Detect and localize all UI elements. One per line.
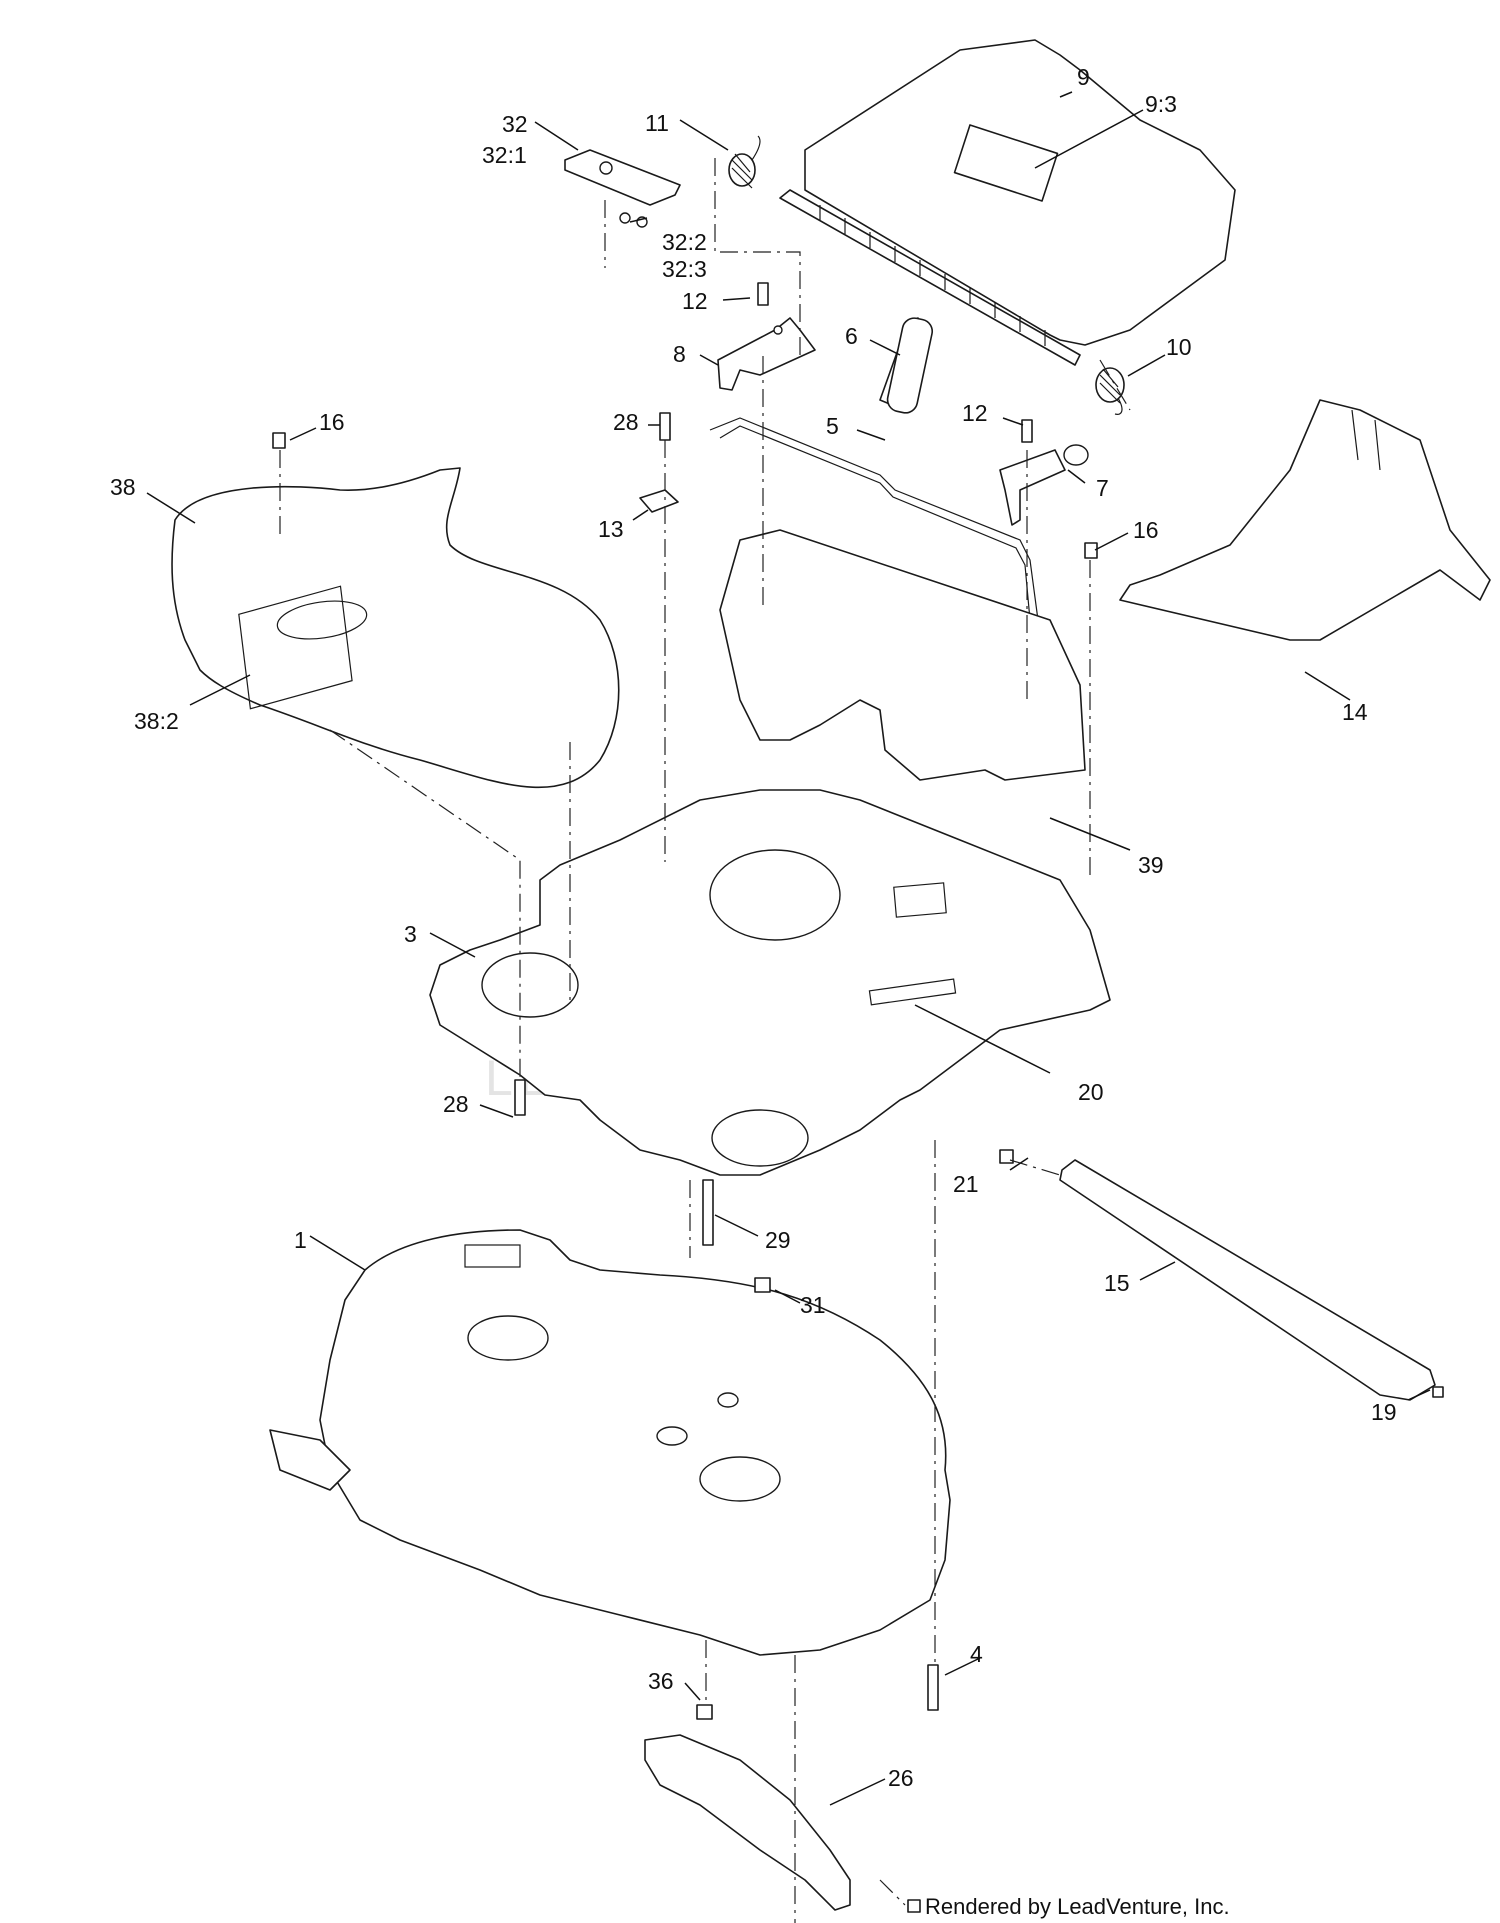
callout-3: 3	[404, 921, 417, 947]
part-5-rod-and-6-handle	[709, 317, 1039, 621]
part-39-housing	[719, 529, 1086, 781]
part-8-bracket	[717, 317, 816, 391]
part-38-seat	[171, 467, 620, 789]
callout-13: 13	[598, 516, 624, 542]
callout-16-b: 16	[1133, 517, 1159, 543]
render-credit: Rendered by LeadVenture, Inc.	[925, 1894, 1230, 1919]
callout-15: 15	[1104, 1270, 1130, 1296]
callout-4: 4	[970, 1641, 983, 1667]
callout-7: 7	[1096, 475, 1109, 501]
callout-9-3: 9:3	[1145, 91, 1177, 117]
callout-9: 9	[1077, 64, 1090, 90]
part-32-bracket	[564, 149, 681, 228]
callout-38: 38	[110, 474, 136, 500]
callout-19: 19	[1371, 1399, 1397, 1425]
fasteners	[272, 282, 1444, 1913]
callout-32-3: 32:3	[662, 256, 707, 282]
part-7-bracket	[999, 444, 1089, 526]
callout-12-b: 12	[962, 400, 988, 426]
alignment-lines	[279, 158, 1131, 1923]
part-26-guard	[644, 1734, 851, 1911]
part-10-spring	[1095, 367, 1125, 415]
callout-28-a: 28	[613, 409, 639, 435]
callout-38-2: 38:2	[134, 708, 179, 734]
part-9-cover	[779, 39, 1236, 366]
callout-14: 14	[1342, 699, 1368, 725]
callout-32-2: 32:2	[662, 229, 707, 255]
part-11-spring	[728, 135, 761, 189]
callout-6: 6	[845, 323, 858, 349]
callout-8: 8	[673, 341, 686, 367]
callout-20: 20	[1078, 1079, 1104, 1105]
callout-10: 10	[1166, 334, 1192, 360]
callout-39: 39	[1138, 852, 1164, 878]
part-14-shield	[1119, 399, 1491, 641]
callout-32: 32	[502, 111, 528, 137]
callout-36: 36	[648, 1668, 674, 1694]
callout-32-1: 32:1	[482, 142, 527, 168]
part-13-bracket	[639, 489, 679, 513]
callout-21: 21	[953, 1171, 979, 1197]
callout-28-b: 28	[443, 1091, 469, 1117]
callout-31: 31	[800, 1292, 826, 1318]
callout-11: 11	[645, 110, 669, 136]
callout-16-a: 16	[319, 409, 345, 435]
callout-12-a: 12	[682, 288, 708, 314]
leader-lines	[146, 91, 1431, 1806]
part-1-deck	[269, 1229, 951, 1656]
callout-29: 29	[765, 1227, 791, 1253]
callouts: 9 9:3 32 32:1 11 32:2 32:3 12 10 8 6 16 …	[110, 64, 1397, 1791]
part-3-20-plate	[429, 789, 1111, 1176]
part-15-belt-cover	[1059, 1159, 1436, 1401]
callout-1: 1	[294, 1227, 307, 1253]
callout-5: 5	[826, 413, 839, 439]
callout-26: 26	[888, 1765, 914, 1791]
